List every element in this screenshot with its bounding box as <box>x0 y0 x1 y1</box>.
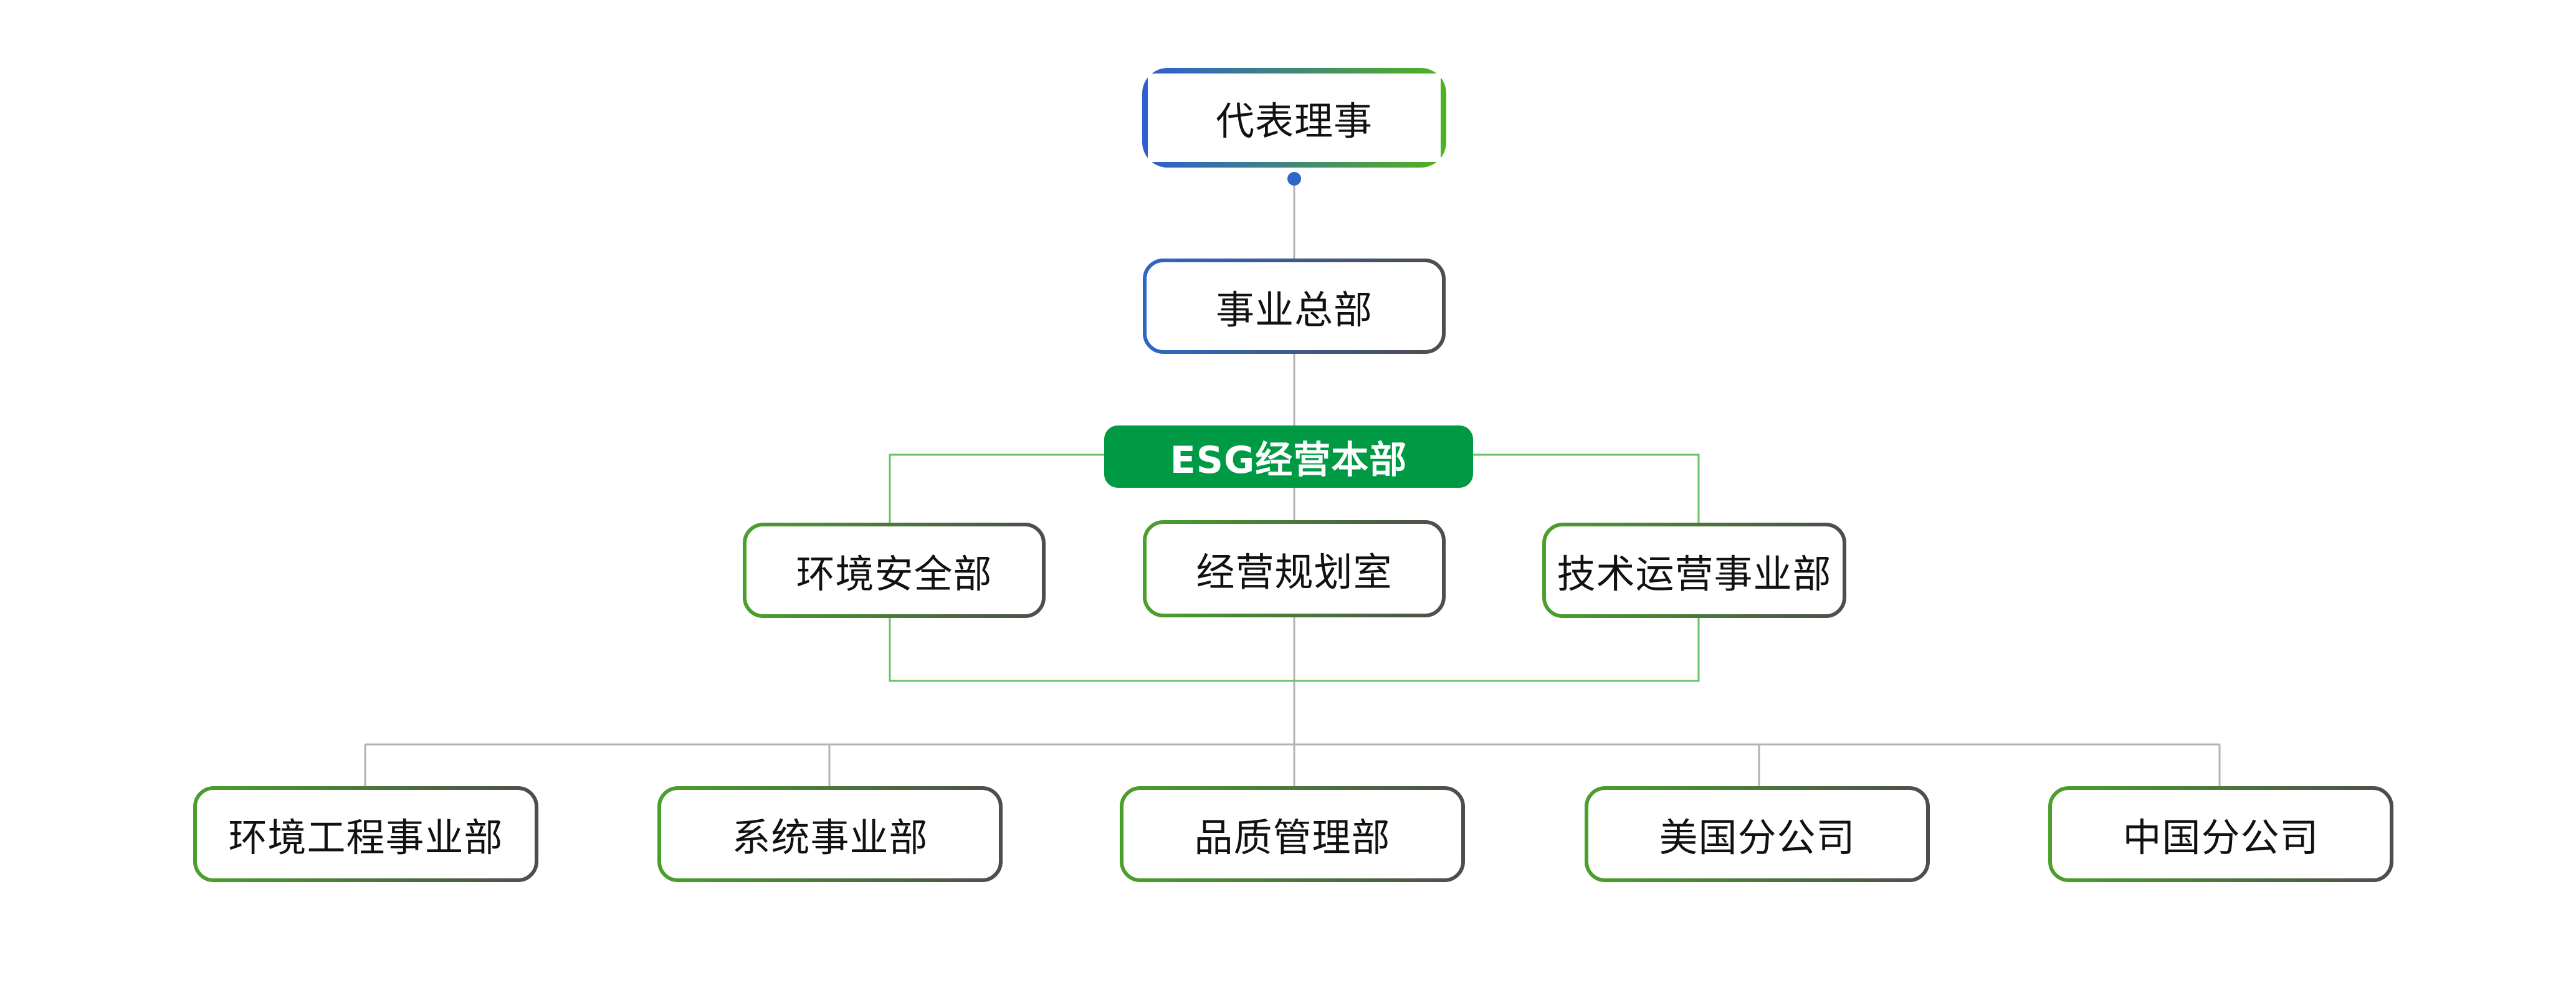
hq-box-border <box>1143 259 1446 354</box>
esg-bracket-bottom <box>889 617 1700 682</box>
us-branch-node: 美国分公司 <box>1586 788 1928 880</box>
cn-branch-node: 中国分公司 <box>2050 788 2392 880</box>
cn-branch-label: 中国分公司 <box>2122 815 2319 860</box>
planning-box-border <box>1143 520 1446 617</box>
esg-node: ESG经营本部 <box>1104 425 1473 488</box>
us-branch-label: 美国分公司 <box>1659 815 1856 860</box>
system-label: 系统事业部 <box>732 815 928 860</box>
planning-label: 经营规划室 <box>1196 549 1393 595</box>
system-box-border <box>657 786 1003 882</box>
hq-node: 事业总部 <box>1145 260 1444 352</box>
env-safety-label: 环境安全部 <box>796 551 993 597</box>
env-safety-box-border <box>743 523 1046 618</box>
esg-label: ESG经营本部 <box>1170 438 1408 482</box>
quality-box-border <box>1120 786 1465 882</box>
tech-ops-box-border <box>1542 523 1846 618</box>
env-eng-box-border <box>193 786 538 882</box>
quality-node: 品质管理部 <box>1122 788 1463 880</box>
ceo-connector-dot <box>1287 172 1301 186</box>
ceo-label: 代表理事 <box>1215 98 1373 144</box>
us-box-border <box>1585 786 1930 882</box>
tech-ops-label: 技术运营事业部 <box>1557 551 1832 597</box>
system-node: 系统事业部 <box>659 788 1001 880</box>
env-eng-node: 环境工程事业部 <box>195 788 537 880</box>
hq-label: 事业总部 <box>1215 287 1373 333</box>
env-eng-label: 环境工程事业部 <box>228 815 503 860</box>
cn-box-border <box>2048 786 2393 882</box>
env-safety-node: 环境安全部 <box>745 525 1044 616</box>
tech-ops-node: 技术运营事业部 <box>1544 525 1844 616</box>
planning-node: 经营规划室 <box>1145 522 1444 615</box>
quality-label: 品质管理部 <box>1194 815 1391 860</box>
ceo-node: 代表理事 <box>1148 74 1441 162</box>
